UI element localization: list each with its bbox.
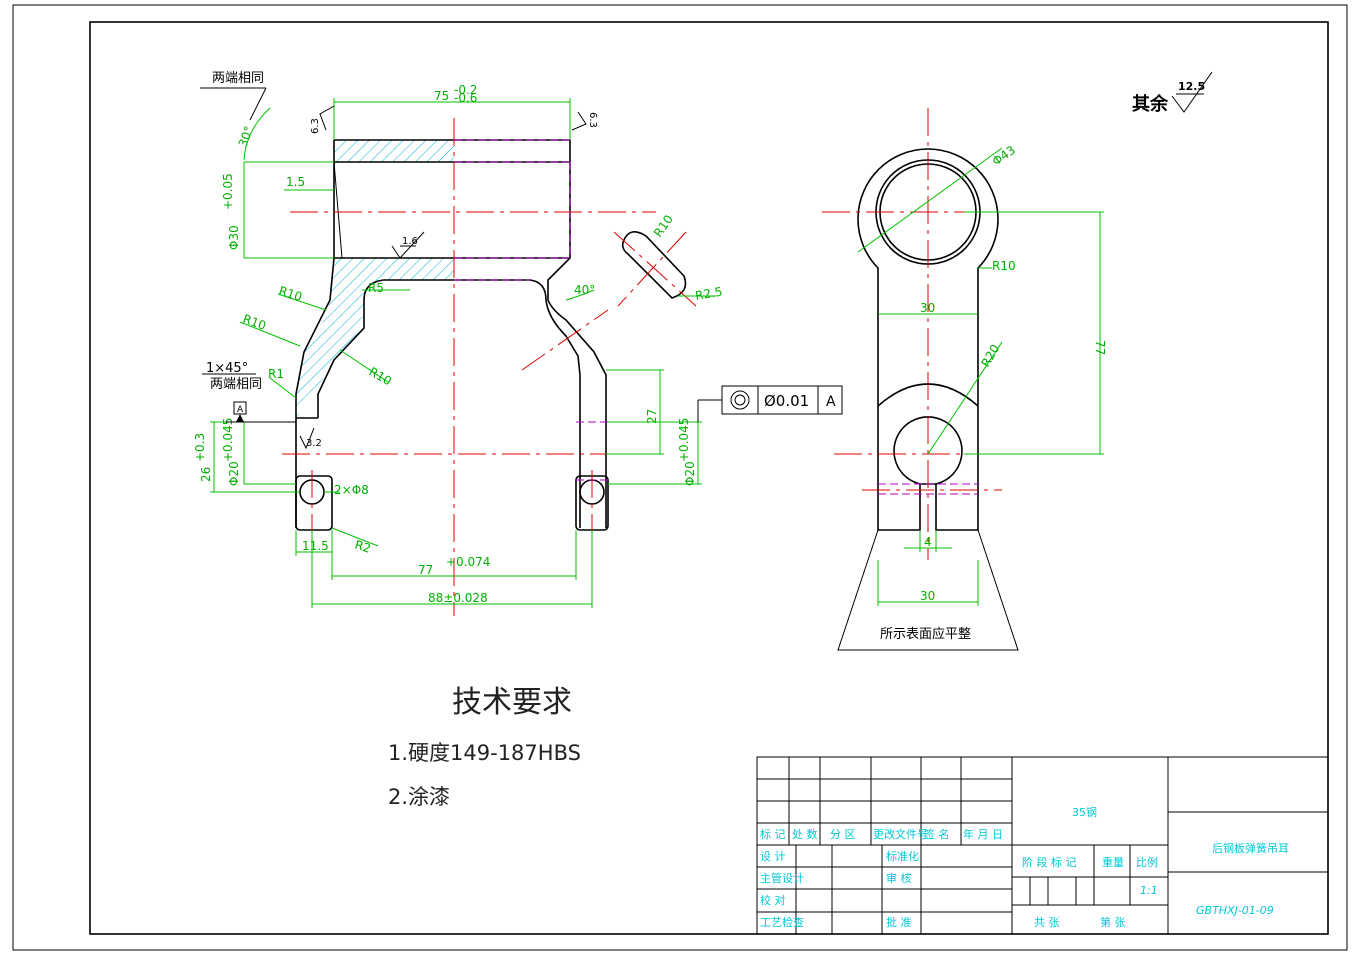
- svg-text:26: 26: [199, 467, 213, 482]
- section-hatch-top: [334, 140, 454, 162]
- svg-text:1.6: 1.6: [402, 236, 418, 247]
- svg-text:6.3: 6.3: [310, 118, 321, 134]
- tech-requirements: 技术要求 1.硬度149-187HBS 2.涂漆: [388, 685, 581, 809]
- tolerance-value: Ø0.01: [764, 392, 809, 410]
- svg-text:40°: 40°: [574, 283, 595, 297]
- svg-text:12.5: 12.5: [1178, 80, 1205, 93]
- svg-text:1×45°: 1×45°: [206, 361, 248, 376]
- front-view: [282, 118, 656, 616]
- label-others: 其余: [1132, 93, 1169, 115]
- label-flat-surface: 所示表面应平整: [880, 626, 971, 642]
- svg-text:Φ20: Φ20: [683, 461, 697, 486]
- front-dimensions: 75 -0.2 -0.6 Φ30 +0.05 30° 1.5 R10 R10 R…: [193, 83, 724, 608]
- svg-text:批 准: 批 准: [886, 915, 912, 929]
- svg-text:两端相同: 两端相同: [210, 377, 262, 392]
- svg-text:年 月 日: 年 月 日: [963, 827, 1003, 841]
- svg-text:+0.3: +0.3: [193, 433, 207, 462]
- svg-text:R10: R10: [651, 212, 676, 239]
- side-outline: [857, 148, 999, 531]
- svg-text:阶 段 标 记: 阶 段 标 记: [1022, 855, 1077, 869]
- svg-text:校 对: 校 对: [760, 893, 786, 907]
- svg-text:第 张: 第 张: [1100, 915, 1126, 929]
- svg-text:设 计: 设 计: [760, 850, 786, 863]
- roughness-1-6: 1.6: [391, 231, 425, 259]
- svg-text:签 名: 签 名: [924, 827, 950, 841]
- svg-text:2×Φ8: 2×Φ8: [334, 483, 369, 497]
- tech-item-2: 2.涂漆: [388, 785, 450, 809]
- svg-text:30: 30: [920, 301, 935, 315]
- removed-section: [613, 231, 697, 307]
- svg-text:6.3: 6.3: [587, 112, 598, 128]
- svg-text:R1: R1: [268, 367, 284, 381]
- svg-text:R2: R2: [353, 538, 373, 556]
- svg-text:R10: R10: [241, 312, 268, 333]
- svg-text:重量: 重量: [1102, 855, 1124, 869]
- svg-text:Φ20: Φ20: [227, 461, 241, 486]
- svg-text:R5: R5: [368, 281, 384, 295]
- svg-text:+0.045: +0.045: [677, 418, 691, 462]
- svg-text:+0.045: +0.045: [221, 418, 235, 462]
- part-outline: [295, 139, 607, 528]
- tolerance-frame: Ø0.01 A: [697, 385, 843, 422]
- svg-text:更改文件号: 更改文件号: [873, 827, 928, 841]
- dim-75: 75: [434, 89, 449, 103]
- svg-text:-0.6: -0.6: [454, 91, 477, 105]
- svg-text:R10: R10: [367, 364, 394, 388]
- svg-text:3.2: 3.2: [306, 438, 322, 449]
- flat-surface-symbol: [837, 529, 1019, 651]
- material: 35钢: [1072, 806, 1097, 819]
- svg-text:工艺检查: 工艺检查: [760, 915, 804, 929]
- section-hatch-left: [296, 258, 454, 418]
- inner-opening: [317, 279, 581, 528]
- svg-text:4: 4: [924, 535, 932, 549]
- svg-text:A: A: [237, 405, 244, 415]
- dim-88: 88±0.028: [428, 591, 488, 605]
- dim-1-5: 1.5: [286, 175, 305, 189]
- concentricity-icon: [730, 390, 750, 410]
- svg-text:+0.074: +0.074: [446, 555, 490, 569]
- svg-text:30: 30: [920, 589, 935, 603]
- svg-text:处 数: 处 数: [792, 828, 818, 841]
- roughness-others: 其余 12.5: [1132, 71, 1213, 115]
- svg-text:主管设计: 主管设计: [760, 871, 804, 885]
- dim-angle-30: 30°: [236, 124, 256, 149]
- side-dimensions: Φ43 R10 30 77 R20 4 30: [857, 143, 1107, 606]
- svg-text:比例: 比例: [1136, 855, 1158, 869]
- roughness-6-3-left: 6.3: [310, 105, 335, 134]
- front-annotations: 两端相同 6.3 6.3 1.6 3.2 1×45° 两端相同 A: [200, 71, 843, 450]
- dim-27: 27: [645, 409, 659, 424]
- tb-headers: 标 记 处 数 分 区 更改文件号 签 名 年 月 日: [760, 827, 1003, 841]
- dim-77: 77: [418, 563, 433, 577]
- title-block: 标 记 处 数 分 区 更改文件号 签 名 年 月 日 设 计 主管设计 校 对…: [756, 756, 1329, 935]
- part-name: 后钢板弹簧吊耳: [1212, 841, 1289, 855]
- side-view: 所示表面应平整: [822, 108, 1034, 651]
- svg-text:R2.5: R2.5: [694, 284, 723, 303]
- tech-title: 技术要求: [452, 685, 572, 720]
- svg-text:Φ43: Φ43: [990, 143, 1018, 169]
- tech-item-1: 1.硬度149-187HBS: [388, 741, 581, 765]
- outer-border: [12, 4, 1348, 951]
- inner-border: [89, 21, 1329, 935]
- svg-text:R10: R10: [992, 259, 1016, 273]
- dim-77-side: 77: [1093, 340, 1107, 355]
- svg-text:标 记: 标 记: [760, 827, 786, 841]
- svg-text:+0.05: +0.05: [221, 173, 235, 210]
- svg-text:审 核: 审 核: [886, 871, 912, 885]
- roughness-6-3-right: 6.3: [571, 111, 598, 131]
- dim-dia-30: Φ30: [227, 225, 241, 250]
- label-both-ends-same: 两端相同: [212, 71, 264, 86]
- scale-value: 1:1: [1140, 884, 1158, 897]
- tolerance-datum: A: [826, 394, 836, 410]
- drawing-number: GBTHXJ-01-09: [1196, 904, 1274, 917]
- svg-text:分 区: 分 区: [830, 828, 856, 841]
- roughness-3-2: 3.2: [299, 427, 322, 450]
- svg-text:共 张: 共 张: [1034, 916, 1060, 929]
- svg-text:标准化: 标准化: [886, 849, 919, 863]
- tb-roles: 设 计 主管设计 校 对 工艺检查 标准化 审 核 批 准: [760, 849, 919, 929]
- svg-text:11.5: 11.5: [302, 539, 329, 553]
- svg-text:R10: R10: [277, 284, 304, 305]
- svg-text:-0.2: -0.2: [454, 83, 477, 97]
